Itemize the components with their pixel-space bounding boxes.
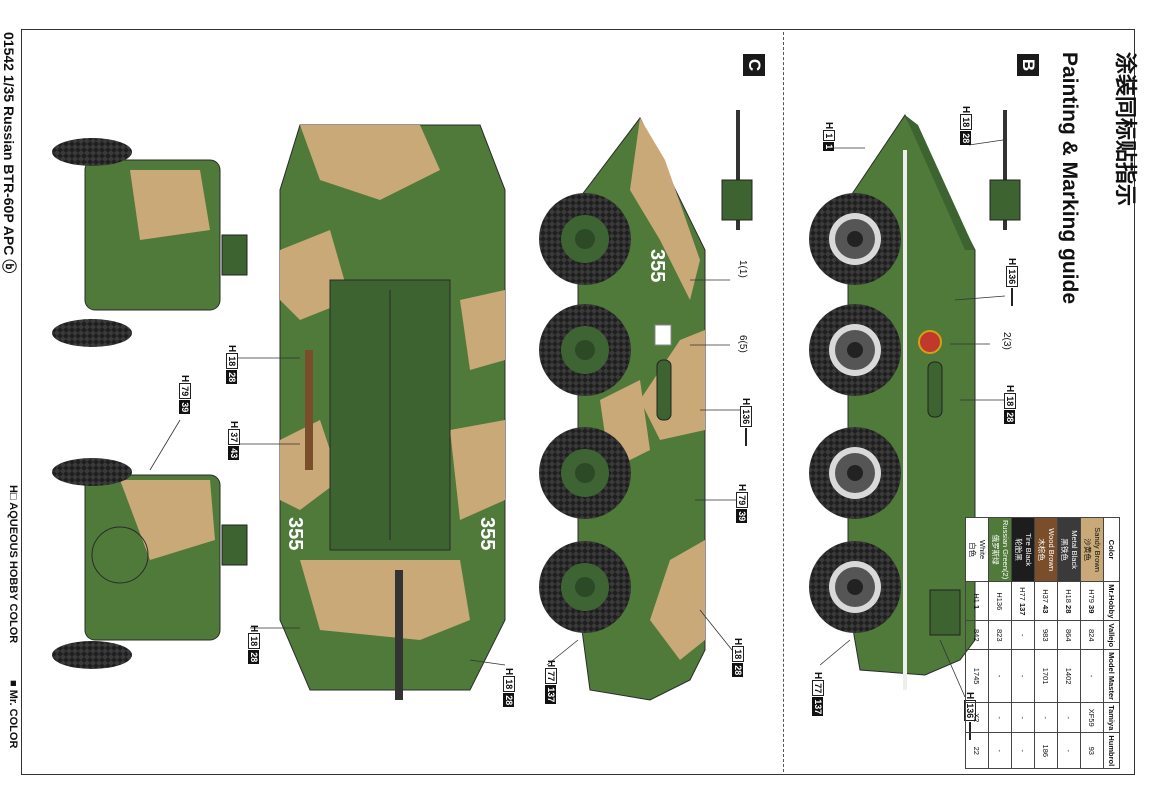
wheel — [809, 427, 901, 519]
rear-view — [52, 458, 248, 669]
section-b-badge: B — [1017, 54, 1039, 76]
wood-beam — [305, 350, 313, 470]
hull-number-top-left: 355 — [284, 517, 306, 551]
header-vallejo: Vallejo — [1103, 620, 1120, 650]
header-model-master: Model Master — [1103, 649, 1120, 703]
wheel — [539, 541, 631, 633]
tow-bar — [395, 570, 403, 700]
side-view-c — [539, 110, 753, 701]
color-table: Color Mr.Hobby Vallejo Model Master Tami… — [965, 517, 1151, 769]
wheels-c — [539, 193, 631, 633]
tire — [52, 641, 132, 669]
wheel — [539, 304, 631, 396]
wheels-b — [809, 193, 901, 633]
front-view — [52, 138, 248, 347]
callout-decal-1: 1(1) — [737, 260, 748, 278]
leader-lines — [149, 139, 1006, 698]
sheet-frame — [21, 29, 1135, 775]
tire — [52, 138, 132, 166]
wheel — [539, 193, 631, 285]
wheel — [809, 304, 901, 396]
wheel — [539, 427, 631, 519]
header-tamiya: Tamiya — [1103, 702, 1120, 733]
section-c-badge: C — [743, 54, 765, 76]
top-view — [279, 124, 506, 700]
header-humbrol: Humbrol — [1103, 732, 1120, 769]
color-table-header: Color Mr.Hobby Vallejo Model Master Tami… — [1103, 517, 1120, 769]
tire — [52, 458, 132, 486]
wheel — [809, 541, 901, 633]
callout-decal-6: 6(5) — [737, 335, 748, 353]
emblem-decal — [918, 330, 942, 354]
tire — [52, 319, 132, 347]
header-color: Color — [1103, 517, 1120, 582]
table-row: Russian Green(2)俄罗斯绿 H136 823 - - - — [988, 517, 1012, 769]
side-view-b — [809, 110, 1021, 690]
hull-number-top-right: 355 — [476, 517, 498, 551]
wheel — [809, 193, 901, 285]
callout-decal-2: 2(3) — [1001, 332, 1012, 350]
section-divider — [783, 32, 784, 772]
hull-number-side: 355 — [646, 249, 668, 283]
header-mrhobby: Mr.Hobby — [1103, 581, 1120, 621]
flag-decal — [654, 324, 672, 346]
